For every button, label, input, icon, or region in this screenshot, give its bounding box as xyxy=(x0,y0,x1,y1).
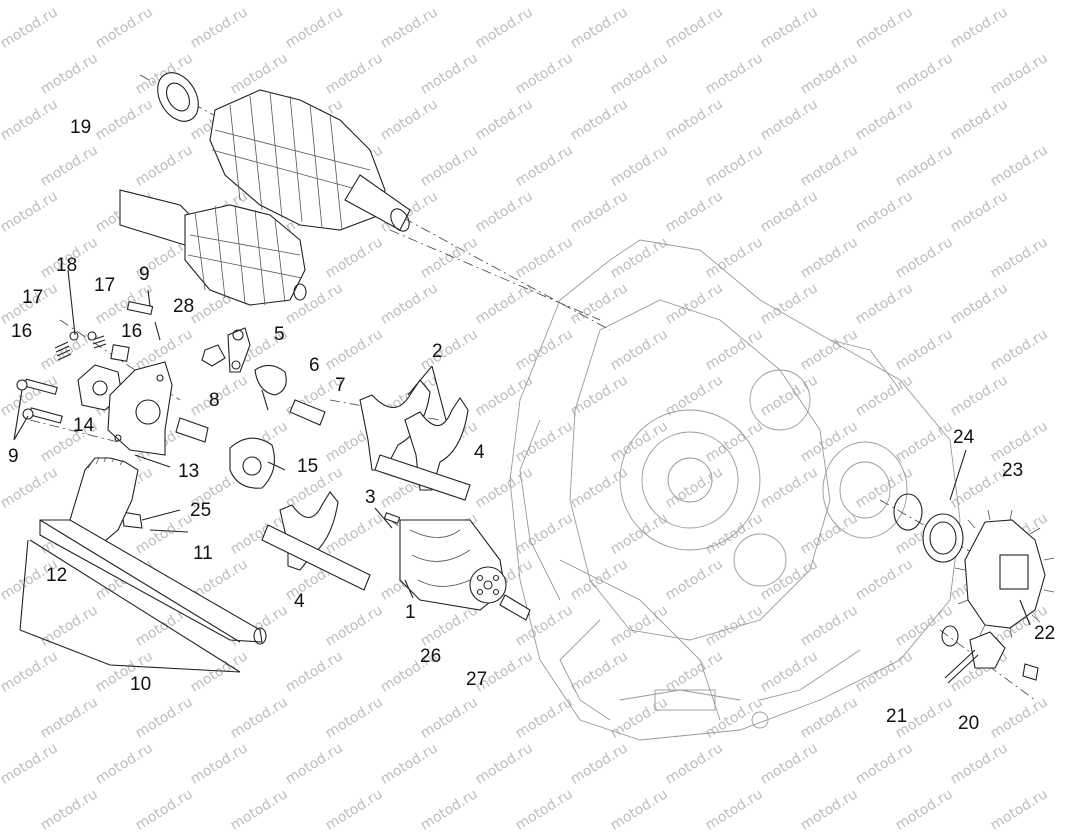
callout-4-lower: 4 xyxy=(294,591,305,612)
callout-22: 22 xyxy=(1034,623,1056,644)
secondary-gear-shaft xyxy=(119,189,307,306)
callout-1: 1 xyxy=(405,602,416,623)
callout-3: 3 xyxy=(365,487,376,508)
callout-9-top: 9 xyxy=(139,264,150,285)
primary-gear-shaft xyxy=(209,89,411,232)
callout-10: 10 xyxy=(130,674,152,695)
callout-4-upper: 4 xyxy=(474,442,485,463)
callout-25: 25 xyxy=(190,500,212,521)
callout-19: 19 xyxy=(70,117,92,138)
callout-17-left: 17 xyxy=(22,287,44,308)
callout-21: 21 xyxy=(886,706,908,727)
callout-9-left: 9 xyxy=(8,446,19,467)
selector-drum xyxy=(383,512,531,621)
callout-28: 28 xyxy=(173,296,195,317)
callout-27: 27 xyxy=(466,669,488,690)
part-19-oil-seal xyxy=(157,72,199,122)
callout-16-right: 16 xyxy=(121,321,143,342)
leader-lines xyxy=(13,269,1031,673)
parts-drawing xyxy=(13,72,1055,741)
callout-13: 13 xyxy=(178,461,200,482)
callout-20: 20 xyxy=(958,713,980,734)
callout-5: 5 xyxy=(274,324,285,345)
output-sprocket-group xyxy=(893,493,1055,684)
callout-6: 6 xyxy=(309,355,320,376)
shift-forks xyxy=(261,379,471,591)
gear-shift-shaft xyxy=(29,456,267,673)
callout-26: 26 xyxy=(420,646,442,667)
callout-11: 11 xyxy=(193,543,213,564)
callout-14: 14 xyxy=(73,415,95,436)
engine-case-outline xyxy=(509,239,961,741)
callout-2: 2 xyxy=(432,341,443,362)
callout-15: 15 xyxy=(297,456,319,477)
callout-23: 23 xyxy=(1002,460,1024,481)
callout-24: 24 xyxy=(953,427,975,448)
callout-18: 18 xyxy=(56,255,78,276)
callout-12: 12 xyxy=(46,565,68,586)
callout-16-left: 16 xyxy=(11,321,33,342)
callout-7: 7 xyxy=(335,375,346,396)
callout-17-right: 17 xyxy=(94,275,116,296)
callout-8: 8 xyxy=(209,390,220,411)
selector-cluster-mid xyxy=(121,327,326,529)
selector-cluster-left xyxy=(16,300,173,456)
